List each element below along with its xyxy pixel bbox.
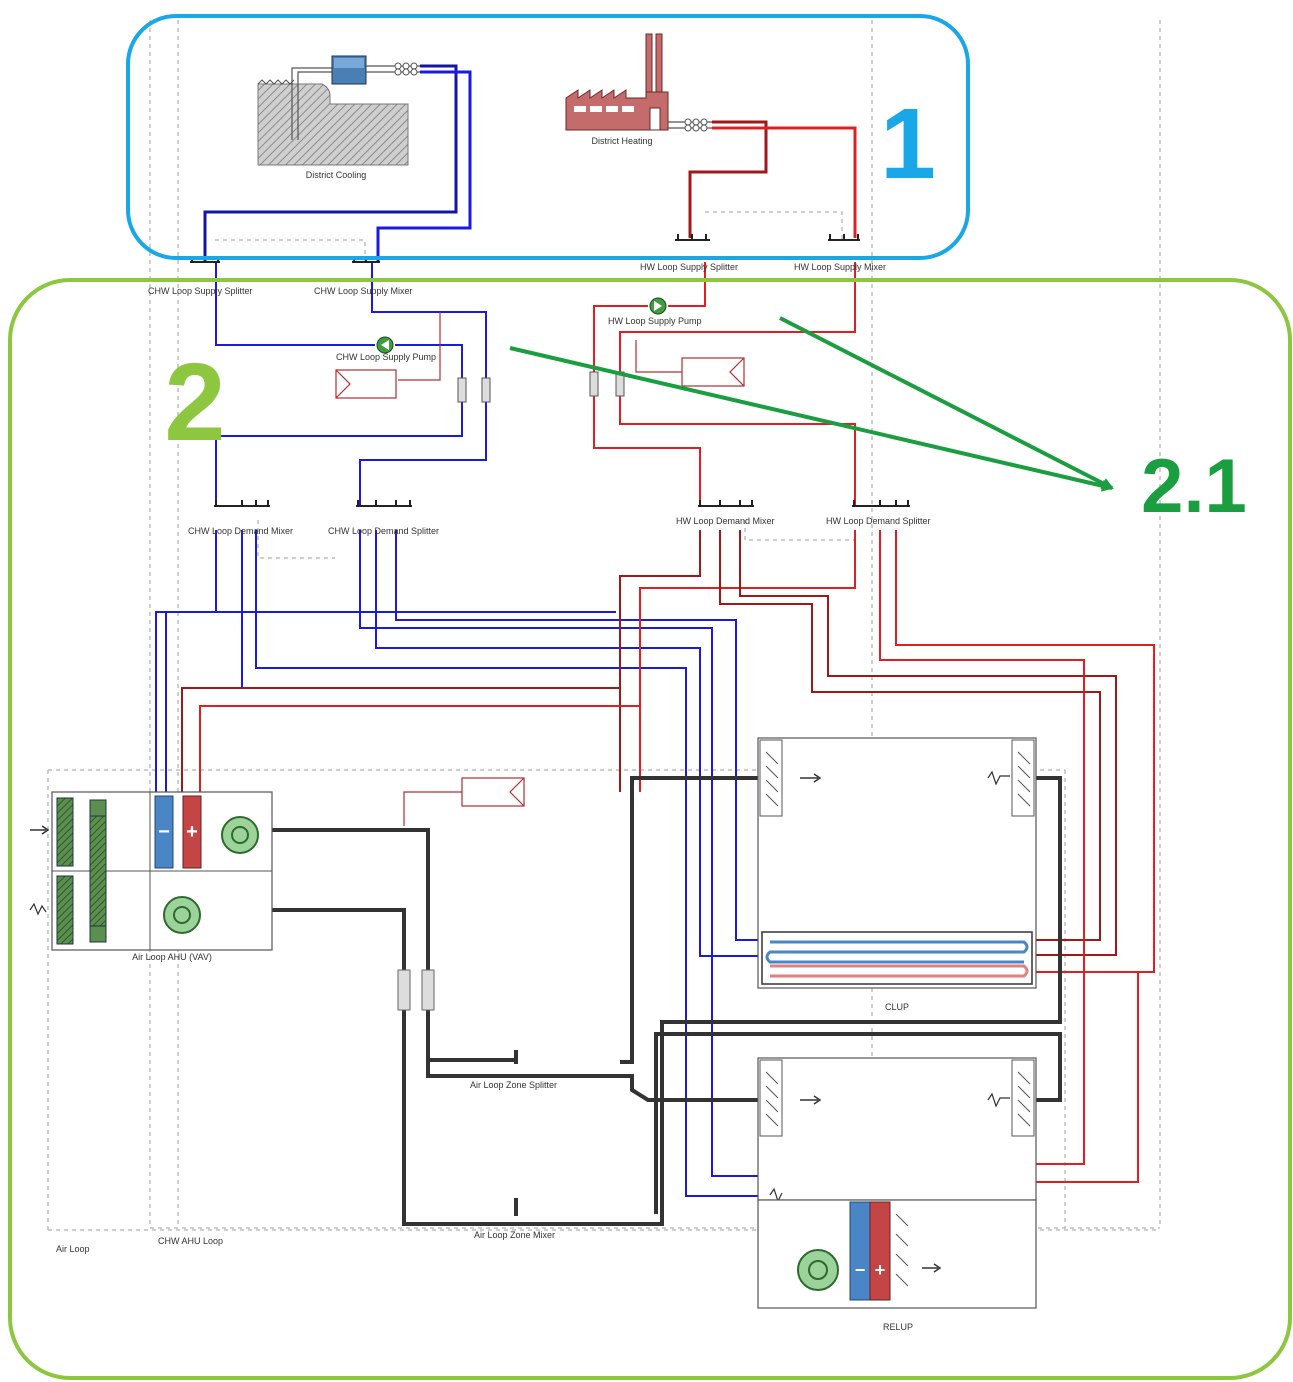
region-1-outline bbox=[126, 14, 970, 260]
chw-demand-splitter-label: CHW Loop Demand Splitter bbox=[328, 526, 439, 536]
region-2-outline bbox=[8, 278, 1292, 1380]
cooling-coil-minus-glyph: − bbox=[158, 821, 170, 843]
district-cooling-label: District Cooling bbox=[306, 170, 367, 180]
loop-boundaries bbox=[47, 20, 1161, 1231]
zone-relup bbox=[757, 1057, 1037, 1309]
hw-supply-mixer-label: HW Loop Supply Mixer bbox=[794, 262, 886, 272]
zone-relup-label: RELUP bbox=[883, 1322, 913, 1332]
ahu-label: Air Loop AHU (VAV) bbox=[132, 952, 212, 962]
callout-arrows-2-1 bbox=[509, 316, 1114, 492]
district-cooling bbox=[257, 55, 420, 166]
hot-water-pipes bbox=[181, 120, 1155, 1200]
district-heating bbox=[565, 33, 712, 132]
chw-ahu-loop-label: CHW AHU Loop bbox=[158, 1236, 223, 1246]
heating-coil-plus-glyph: + bbox=[186, 821, 198, 843]
chw-demand-mixer-label: CHW Loop Demand Mixer bbox=[188, 526, 293, 536]
chw-supply-pump-label: CHW Loop Supply Pump bbox=[336, 352, 436, 362]
fan-coil-plus-glyph: + bbox=[875, 1260, 886, 1280]
chw-supply-mixer-label: CHW Loop Supply Mixer bbox=[314, 286, 413, 296]
duct-dampers bbox=[397, 969, 435, 1011]
zone-mixer-label: Air Loop Zone Mixer bbox=[474, 1230, 555, 1240]
region-2-number: 2 bbox=[164, 341, 225, 464]
hw-demand-mixer-label: HW Loop Demand Mixer bbox=[676, 516, 775, 526]
callout-2-1-label: 2.1 bbox=[1141, 444, 1247, 529]
chilled-water-pipes bbox=[155, 64, 869, 1200]
control-boxes bbox=[335, 312, 745, 826]
chw-supply-splitter-label: CHW Loop Supply Splitter bbox=[148, 286, 253, 296]
splitter-mixer-glyphs bbox=[190, 234, 910, 507]
air-ducts bbox=[272, 776, 1062, 1226]
zone-clup bbox=[757, 737, 1037, 989]
air-loop-ahu bbox=[29, 791, 273, 951]
district-heating-label: District Heating bbox=[591, 136, 652, 146]
zone-splitter-label: Air Loop Zone Splitter bbox=[470, 1080, 557, 1090]
air-loop-label: Air Loop bbox=[56, 1244, 90, 1254]
hw-supply-pump-label: HW Loop Supply Pump bbox=[608, 316, 702, 326]
fan-coil-minus-glyph: − bbox=[855, 1260, 866, 1280]
bypass-valves bbox=[457, 371, 625, 403]
hw-supply-splitter-label: HW Loop Supply Splitter bbox=[640, 262, 738, 272]
region-1-number: 1 bbox=[880, 88, 936, 200]
chw-supply-pump bbox=[376, 336, 394, 354]
hw-demand-splitter-label: HW Loop Demand Splitter bbox=[826, 516, 931, 526]
zone-clup-label: CLUP bbox=[885, 1002, 909, 1012]
hw-supply-pump bbox=[649, 297, 667, 315]
